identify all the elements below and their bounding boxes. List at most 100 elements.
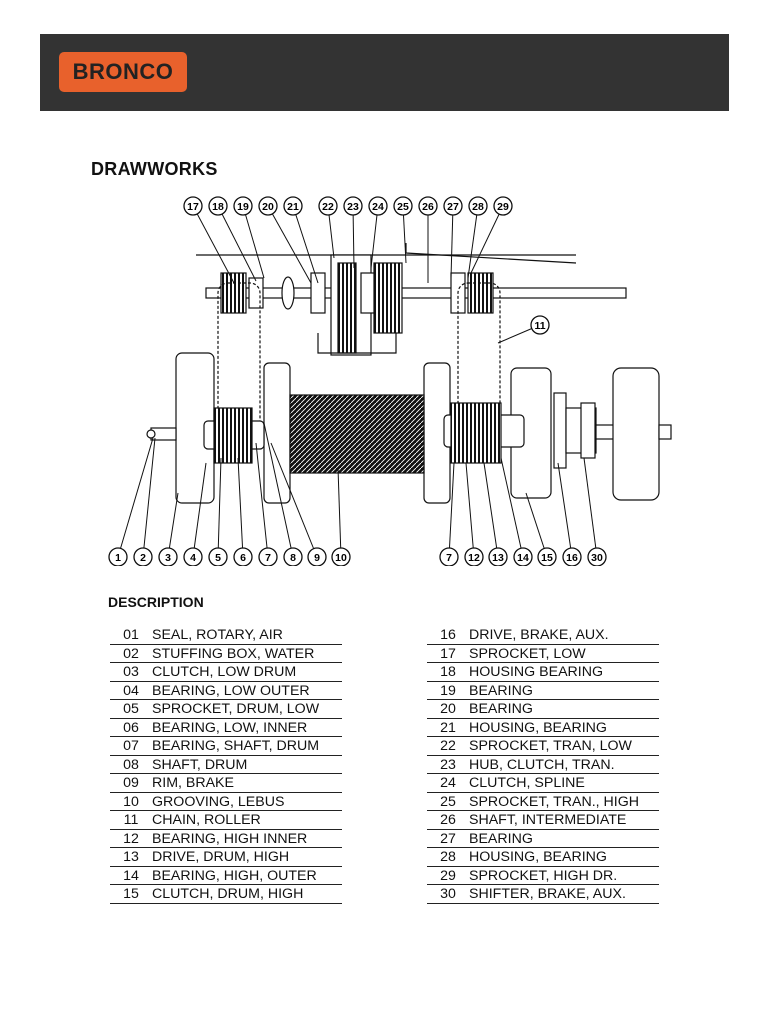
part-number: 01 bbox=[123, 627, 139, 643]
part-description: SHIFTER, BRAKE, AUX. bbox=[469, 886, 626, 902]
part-number: 04 bbox=[123, 682, 139, 699]
part-description: BEARING, LOW, INNER bbox=[152, 719, 308, 736]
part-number: 22 bbox=[440, 738, 456, 754]
callout-circle bbox=[183, 196, 203, 216]
part-number: 27 bbox=[440, 830, 456, 847]
callout-29: 29 bbox=[470, 196, 513, 274]
callout-26: 26 bbox=[418, 196, 438, 283]
callout-18: 18 bbox=[208, 196, 257, 282]
callout-13: 13 bbox=[483, 462, 508, 567]
callout-label: 6 bbox=[240, 552, 246, 564]
leader-line bbox=[192, 205, 235, 284]
part-description: STUFFING BOX, WATER bbox=[152, 645, 315, 662]
table-row: 07 BEARING, SHAFT, DRUM bbox=[110, 737, 342, 756]
callout-label: 15 bbox=[541, 552, 553, 564]
part-description: GROOVING, LEBUS bbox=[152, 793, 285, 810]
leader-line bbox=[500, 457, 524, 558]
part-number: 18 bbox=[440, 664, 456, 680]
part-description: SHAFT, DRUM bbox=[152, 756, 248, 773]
part-number: 03 bbox=[123, 664, 139, 680]
part-number: 07 bbox=[123, 738, 139, 754]
part-number: 10 bbox=[123, 793, 139, 810]
leader-line bbox=[337, 467, 342, 558]
callout-label: 23 bbox=[347, 201, 359, 213]
leader-line bbox=[450, 205, 454, 279]
callout-circle bbox=[530, 315, 550, 335]
part-number: 05 bbox=[123, 701, 139, 717]
part-description: SPROCKET, DRUM, LOW bbox=[152, 701, 320, 717]
callout-label: 28 bbox=[472, 201, 484, 213]
callout-circle bbox=[343, 196, 363, 216]
callout-19: 19 bbox=[233, 196, 265, 279]
leader-line bbox=[270, 442, 318, 558]
logo-text: BRONCO bbox=[72, 59, 174, 84]
callout-label: 3 bbox=[165, 552, 171, 564]
part-description: SPROCKET, TRAN., HIGH bbox=[469, 793, 640, 810]
callout-6: 6 bbox=[233, 457, 253, 567]
part-description: BEARING, HIGH, OUTER bbox=[152, 867, 317, 884]
callout-label: 20 bbox=[262, 201, 274, 213]
leader-line bbox=[242, 205, 265, 279]
leader-line bbox=[352, 205, 355, 269]
callout-label: 7 bbox=[265, 552, 271, 564]
part-number: 15 bbox=[123, 886, 139, 902]
part-number: 26 bbox=[440, 812, 456, 828]
part-description: BEARING, SHAFT, DRUM bbox=[152, 738, 320, 754]
part-number: 30 bbox=[440, 886, 456, 902]
part-description: BEARING, LOW OUTER bbox=[152, 682, 310, 699]
callout-label: 7 bbox=[446, 552, 452, 564]
part-description: DRIVE, BRAKE, AUX. bbox=[469, 627, 609, 643]
callout-label: 2 bbox=[140, 552, 146, 564]
callout-23: 23 bbox=[343, 196, 363, 269]
part-number: 16 bbox=[440, 627, 456, 643]
part-description: BEARING bbox=[469, 682, 533, 699]
callout-label: 30 bbox=[591, 552, 603, 564]
callout-1: 1 bbox=[108, 437, 154, 567]
callout-label: 25 bbox=[397, 201, 409, 213]
leader-line bbox=[117, 437, 154, 558]
callout-5: 5 bbox=[208, 457, 228, 567]
table-row: 14 BEARING, HIGH, OUTER bbox=[110, 867, 342, 885]
callout-label: 14 bbox=[517, 552, 529, 564]
part-number: 25 bbox=[440, 793, 456, 810]
part-description: CLUTCH, DRUM, HIGH bbox=[152, 886, 304, 902]
callout-label: 4 bbox=[190, 552, 196, 564]
bronco-logo[interactable]: BRONCO bbox=[59, 52, 187, 92]
callout-27: 27 bbox=[443, 196, 463, 279]
leader-line bbox=[583, 457, 598, 558]
part-number: 14 bbox=[123, 867, 139, 884]
part-number: 21 bbox=[440, 719, 456, 736]
table-row: 16 DRIVE, BRAKE, AUX. bbox=[427, 626, 659, 645]
part-number: 17 bbox=[440, 645, 456, 662]
leader-line bbox=[167, 492, 179, 558]
callout-10: 10 bbox=[331, 467, 351, 567]
leader-line bbox=[263, 422, 294, 558]
part-description: DRIVE, DRUM, HIGH bbox=[152, 849, 290, 865]
part-number: 24 bbox=[440, 775, 456, 791]
callout-circle bbox=[393, 196, 413, 216]
table-row: 30 SHIFTER, BRAKE, AUX. bbox=[427, 885, 659, 904]
part-description: BEARING bbox=[469, 701, 533, 717]
leader-line bbox=[142, 437, 156, 558]
callout-label: 18 bbox=[212, 201, 224, 213]
callout-label: 29 bbox=[497, 201, 509, 213]
part-description: SPROCKET, TRAN, LOW bbox=[469, 738, 632, 754]
part-description: CLUTCH, SPLINE bbox=[469, 775, 585, 791]
